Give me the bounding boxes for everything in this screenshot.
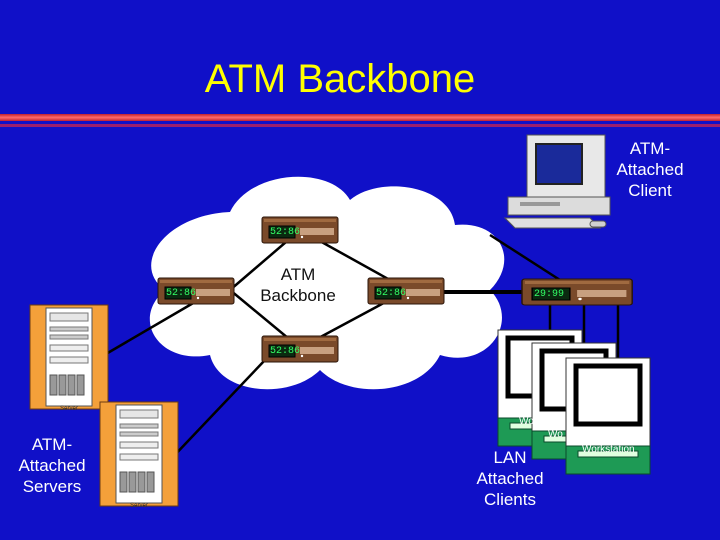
server-1 <box>29 304 109 410</box>
page-title: ATM Backbone <box>204 57 476 101</box>
workstation-3-label: Workstation <box>582 444 635 455</box>
client-label-line2: Attached <box>616 160 684 179</box>
lan-label: LAN Attached Clients <box>460 447 560 510</box>
link-lan-client <box>489 233 561 282</box>
server-1-caption: Server <box>60 406 78 412</box>
cloud-label-line1: ATM <box>280 265 316 284</box>
workstation-2-label: Wo <box>548 429 563 440</box>
switch-display-bottom: 52:86 <box>270 346 300 357</box>
servers-label-line3: Servers <box>22 477 82 496</box>
client-label: ATM- Attached Client <box>600 138 700 201</box>
switch-display-top: 52:86 <box>270 227 300 238</box>
server-2 <box>99 401 179 507</box>
client-label-line3: Client <box>628 181 672 200</box>
lan-label-line3: Clients <box>484 490 536 509</box>
atm-client-computer <box>503 134 611 229</box>
switch-display-lan: 29:99 <box>534 289 564 300</box>
switch-display-right: 52:86 <box>376 288 406 299</box>
cloud-label: ATM Backbone <box>238 264 358 306</box>
switch-display-left: 52:86 <box>166 288 196 299</box>
server-2-caption: Server <box>130 503 148 509</box>
atm-cloud <box>149 176 505 390</box>
cloud-label-line2: Backbone <box>260 286 336 305</box>
client-label-line1: ATM- <box>629 139 671 158</box>
lan-label-line2: Attached <box>476 469 544 488</box>
servers-label-line1: ATM- <box>31 435 73 454</box>
title-divider-secondary <box>0 124 720 127</box>
lan-label-line1: LAN <box>493 448 527 467</box>
workstation-1-label: Wo <box>519 416 534 427</box>
link-server2 <box>169 359 266 461</box>
servers-label-line2: Attached <box>18 456 86 475</box>
servers-label: ATM- Attached Servers <box>4 434 100 497</box>
title-divider <box>0 114 720 121</box>
workstation-3 <box>566 358 650 474</box>
